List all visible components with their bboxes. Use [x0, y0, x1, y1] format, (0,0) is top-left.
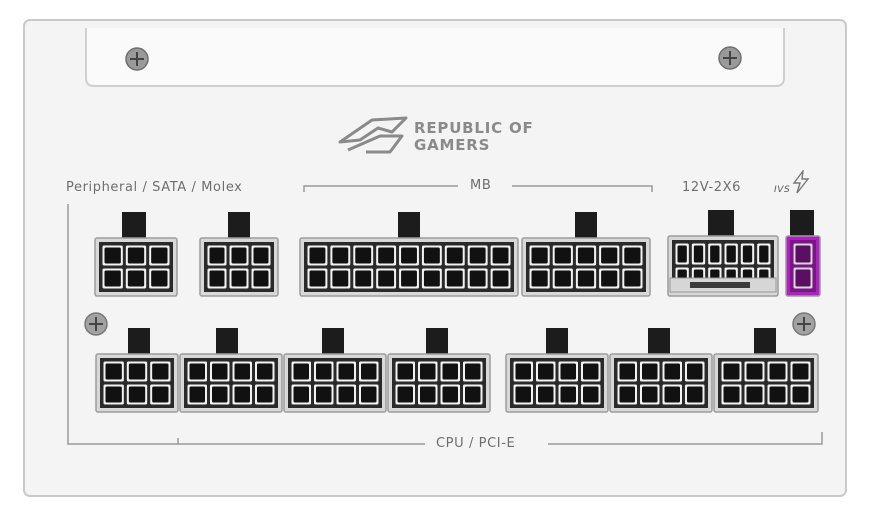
ivs-label: IVS [774, 185, 791, 195]
screw-mid-left [84, 312, 108, 336]
rog-eye-logo-icon [338, 116, 408, 154]
logo-text: REPUBLIC OF GAMERS [414, 120, 534, 154]
peripheral-2-connector [199, 212, 279, 297]
cpu-pcie-2-connector [179, 328, 283, 413]
12v-2x6-label: 12V-2X6 [682, 180, 742, 195]
cpu-pcie-7-connector [713, 328, 819, 413]
screw-top-left [125, 47, 149, 71]
cpu-pcie-4-connector [387, 328, 491, 413]
12v-2x6-connector [667, 210, 779, 297]
peripheral-1-connector [94, 212, 178, 297]
cpu-pcie-label: CPU / PCI-E [436, 436, 516, 451]
cpu-pcie-6-connector [609, 328, 713, 413]
cpu-pcie-5-connector [505, 328, 609, 413]
screw-top-right [718, 46, 742, 70]
logo-line2: GAMERS [414, 136, 491, 154]
mb-18pin-connector [299, 212, 519, 297]
peripheral-sata-molex-label: Peripheral / SATA / Molex [66, 180, 243, 195]
connectors-layer [94, 210, 821, 413]
top-bracket [85, 28, 785, 87]
lightning-icon [792, 170, 810, 194]
screw-mid-right [792, 312, 816, 336]
cpu-pcie-1-connector [95, 328, 179, 413]
cpu-pcie-3-connector [283, 328, 387, 413]
mb-10pin-connector [521, 212, 651, 297]
logo-line1: REPUBLIC OF [414, 119, 534, 137]
mb-label: MB [470, 178, 492, 193]
ivs-2pin-connector [785, 210, 821, 297]
label-bracket-lines [67, 185, 823, 445]
